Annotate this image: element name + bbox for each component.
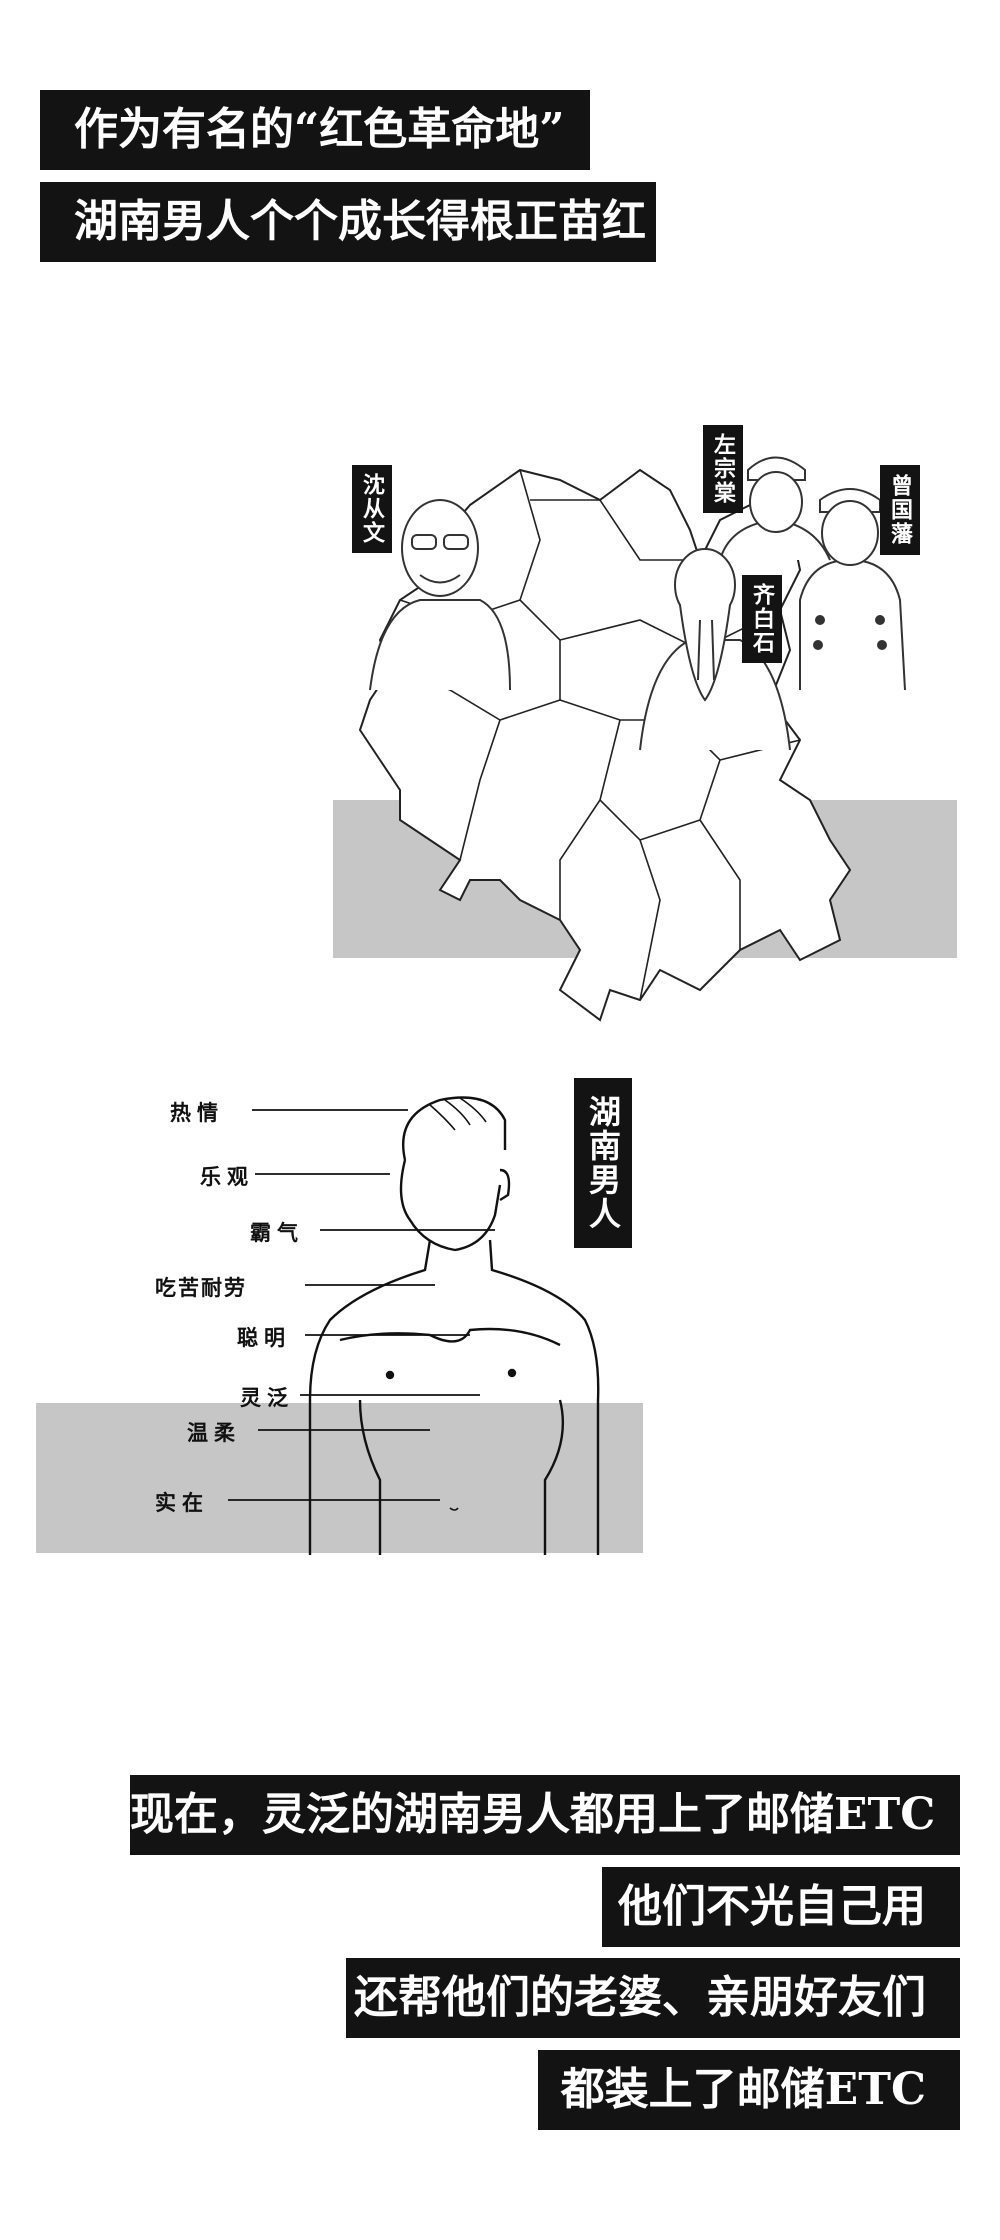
tag-zuo-zongtang: 左宗棠 [703, 425, 743, 513]
man-torso-illustration [308, 1096, 600, 1555]
trait-label: 温柔 [187, 1420, 241, 1445]
trait-label: 热情 [170, 1100, 224, 1125]
caption-hunan-men: 湖南男人个个成长得根正苗红 [40, 182, 656, 262]
zeng-guofan-portrait [799, 488, 906, 691]
trait-label: 实在 [155, 1490, 209, 1515]
caption-not-only-themselves: 他们不光自己用 [602, 1867, 960, 1947]
caption-etc-now: 现在，灵泛的湖南男人都用上了邮储ETC [130, 1775, 960, 1855]
trait-label: 霸气 [250, 1220, 304, 1245]
shen-congwen-portrait [369, 499, 511, 691]
trait-label: 灵泛 [240, 1385, 294, 1410]
trait-label: 乐观 [200, 1164, 254, 1189]
caption-red-revolution: 作为有名的“红色革命地” [40, 90, 590, 170]
qi-baishi-portrait [639, 548, 791, 751]
tag-zeng-guofan: 曾国藩 [880, 465, 920, 555]
hunan-men-title: 湖南男人 [574, 1078, 632, 1248]
tag-qi-baishi: 齐白石 [742, 575, 782, 663]
tag-shen-congwen: 沈从文 [352, 465, 392, 553]
trait-label: 吃苦耐劳 [155, 1275, 247, 1300]
trait-leader-lines [228, 1109, 495, 1501]
trait-label: 聪明 [237, 1325, 291, 1350]
zuo-zongtang-portrait [719, 456, 831, 561]
caption-help-family: 还帮他们的老婆、亲朋好友们 [346, 1958, 960, 2038]
caption-install-etc: 都装上了邮储ETC [538, 2050, 960, 2130]
